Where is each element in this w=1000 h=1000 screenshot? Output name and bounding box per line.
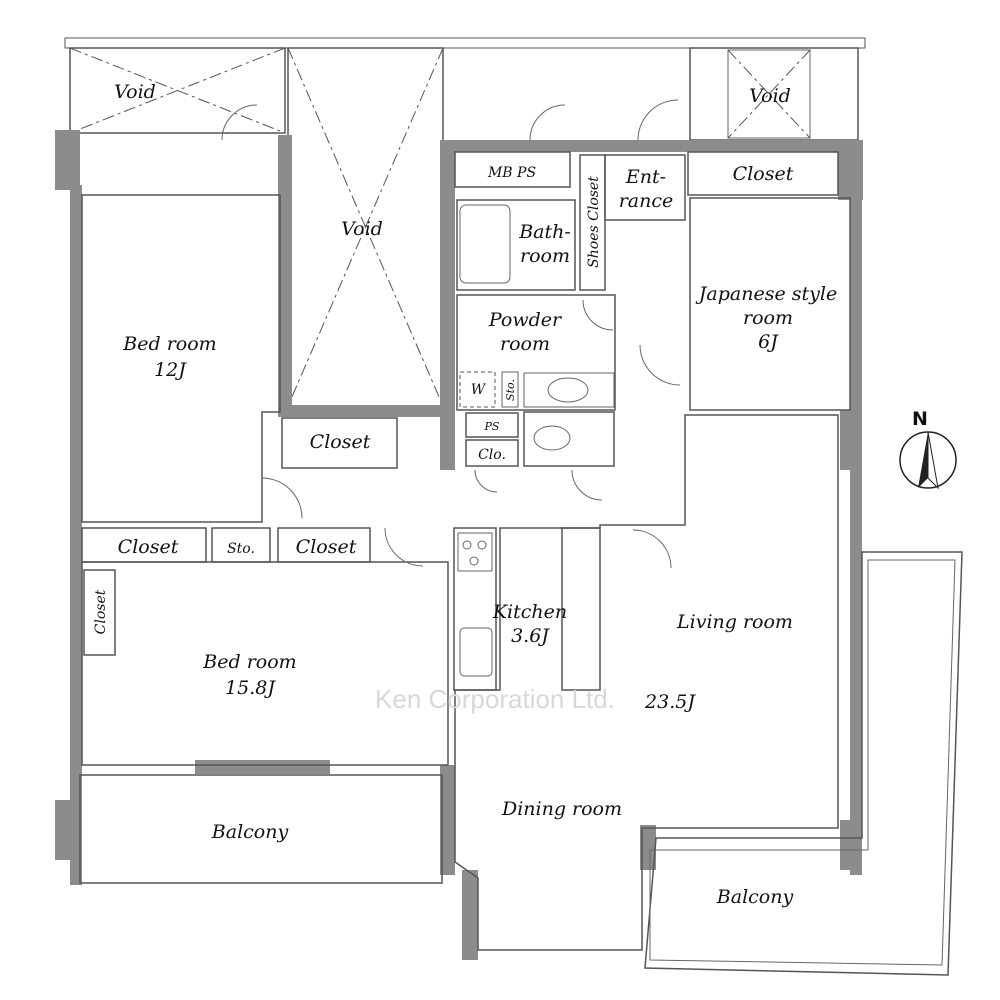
room-name: Bath- bbox=[518, 221, 571, 243]
room-name: Japanese style bbox=[695, 283, 837, 305]
shoes-closet-label: Shoes Closet bbox=[586, 176, 602, 268]
void-top-left: Void bbox=[69, 47, 286, 134]
svg-text:Bath-room: Bath-room bbox=[518, 221, 571, 267]
compass-north-label: N bbox=[912, 408, 928, 430]
room-name: room bbox=[520, 245, 570, 267]
bathroom: Bath-room bbox=[456, 199, 576, 291]
ps bbox=[465, 412, 519, 438]
room-name: rance bbox=[619, 190, 674, 212]
void-label: Void bbox=[749, 85, 791, 107]
void-top-right: Void bbox=[689, 47, 859, 141]
closet-label: Closet bbox=[93, 589, 109, 634]
watermark: Ken Corporation Ltd. bbox=[375, 684, 615, 714]
storage-label: Sto. bbox=[227, 541, 255, 557]
north-arrow-icon bbox=[918, 432, 928, 488]
balcony-left bbox=[79, 774, 443, 884]
bedroom-12j: Bed room 12J bbox=[81, 194, 281, 523]
dining-room-label: Dining room bbox=[501, 798, 622, 820]
sink-counter bbox=[523, 372, 615, 408]
clo[interactable] bbox=[465, 439, 519, 467]
balcony-label: Balcony bbox=[716, 886, 794, 908]
closet-label: Closet bbox=[310, 431, 371, 453]
room-name: room bbox=[500, 333, 550, 355]
toilet bbox=[523, 411, 615, 467]
entrance[interactable]: Ent-rance bbox=[604, 154, 686, 221]
closet-vertical[interactable] bbox=[83, 569, 116, 656]
mb-ps bbox=[454, 151, 571, 188]
washer-label: W bbox=[471, 382, 487, 398]
kitchen-island bbox=[561, 527, 601, 691]
washer-space bbox=[459, 371, 496, 408]
walls bbox=[55, 130, 863, 960]
room-name: Bed room bbox=[122, 333, 216, 355]
bathtub-icon bbox=[459, 204, 511, 284]
storage-small bbox=[501, 371, 519, 408]
void-center: Void bbox=[287, 47, 444, 407]
void-label: Void bbox=[341, 218, 383, 240]
balcony-right: Balcony bbox=[644, 551, 963, 976]
living-size-label: 23.5J bbox=[644, 691, 696, 713]
stove-icon bbox=[457, 532, 493, 572]
room-size: 15.8J bbox=[225, 677, 276, 699]
void-label: Void bbox=[114, 81, 156, 103]
toilet-icon bbox=[533, 425, 571, 451]
room-name: Ent- bbox=[625, 166, 666, 188]
room-name: Kitchen bbox=[492, 601, 567, 623]
closet-label: Closet bbox=[118, 536, 179, 558]
room-name: Bed room bbox=[202, 651, 296, 673]
living-dining-room: Living room 23.5J Dining room bbox=[454, 414, 839, 951]
top-railing bbox=[64, 37, 866, 49]
closet-label: Closet bbox=[296, 536, 357, 558]
shoes-closet[interactable] bbox=[579, 154, 606, 291]
clo-label: Clo. bbox=[478, 447, 506, 463]
room-size: 6J bbox=[758, 331, 779, 353]
balcony-label: Balcony bbox=[211, 821, 289, 843]
closet-japanese[interactable] bbox=[687, 151, 839, 196]
bedroom-15-8j: Bed room 15.8J bbox=[81, 561, 449, 766]
living-room-label: Living room bbox=[676, 611, 793, 633]
storage-small-label: Sto. bbox=[504, 379, 517, 401]
ps-label: PS bbox=[484, 420, 500, 433]
closet-label: Closet bbox=[733, 163, 794, 185]
svg-text:Ent-rance: Ent-rance bbox=[619, 166, 674, 212]
compass: N bbox=[899, 408, 957, 490]
room-size: 3.6J bbox=[511, 625, 550, 647]
sink-icon bbox=[547, 377, 589, 403]
room-name: Powder bbox=[488, 309, 563, 331]
mb-ps-label: MB PS bbox=[487, 165, 536, 181]
room-size: 12J bbox=[154, 359, 187, 381]
doors bbox=[221, 99, 681, 569]
kitchen-counter bbox=[453, 527, 497, 691]
room-name: room bbox=[743, 307, 793, 329]
kitchen-sink-icon bbox=[459, 627, 493, 677]
closet-hall[interactable] bbox=[281, 417, 398, 469]
